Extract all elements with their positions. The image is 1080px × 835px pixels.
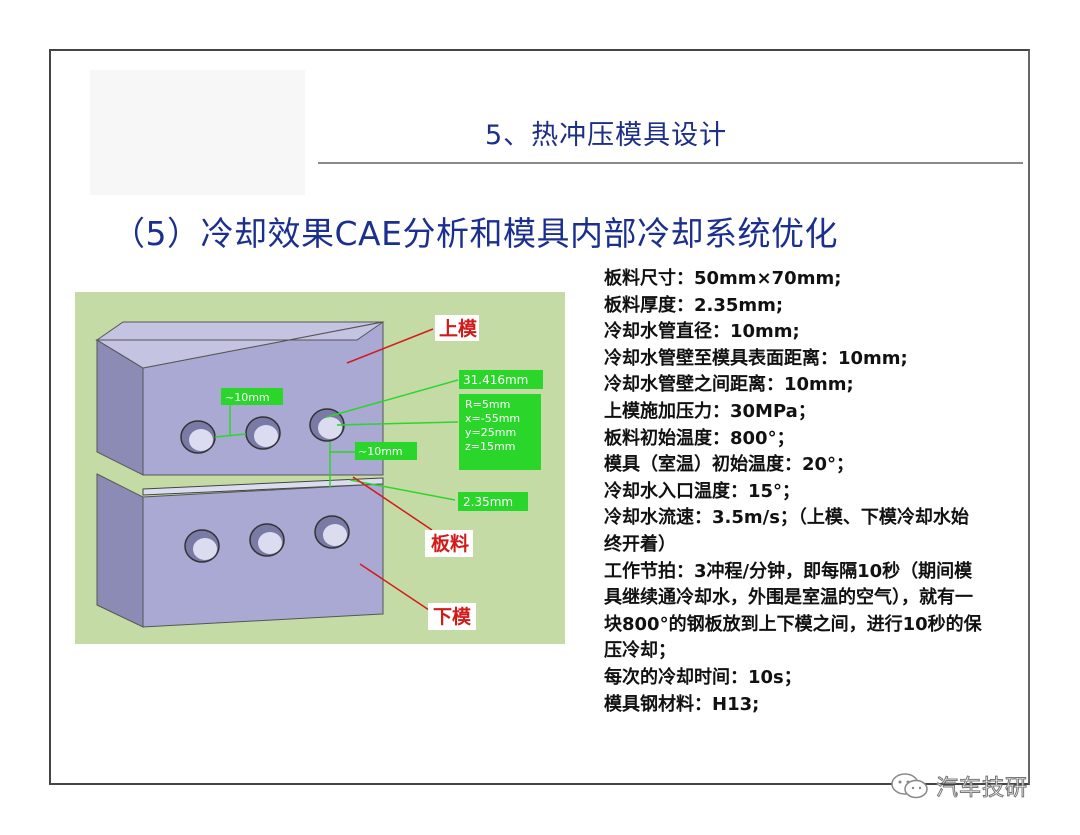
dim-box-circle-info [459, 394, 541, 470]
spec-line: 冷却水管直径：10mm; [604, 321, 800, 343]
upper-cooling-holes [180, 408, 345, 454]
lower-cooling-holes [184, 515, 350, 563]
dim-circle-z: z=15mm [465, 440, 515, 453]
dim-box-arc [459, 370, 543, 389]
spec-line: 板料初始温度：800°； [604, 427, 795, 449]
spec-line: 上模施加压力：30MPa； [604, 400, 816, 422]
spec-list: 板料尺寸：50mm×70mm; 板料厚度：2.35mm; 冷却水管直径：10mm… [604, 266, 984, 718]
wechat-icon [891, 773, 928, 799]
spec-line: 板料厚度：2.35mm; [604, 294, 784, 316]
dim-circle-y: y=25mm [465, 426, 516, 439]
label-box-upper-die [435, 315, 479, 341]
label-box-lower-die [428, 603, 476, 630]
label-box-blank [425, 530, 473, 557]
spec-line: 板料尺寸：50mm×70mm; [604, 268, 842, 289]
label-blank: 板料 [431, 532, 469, 555]
spec-line: 冷却水入口温度：15°； [604, 480, 801, 502]
dim-box-spacing-1 [221, 388, 283, 405]
dim-box-thickness [458, 492, 528, 511]
red-leader-lines [346, 328, 434, 613]
watermark-text: 汽车技研 [935, 776, 1029, 802]
slide-subtitle: （5）冷却效果CAE分析和模具内部冷却系统优化 [112, 214, 838, 253]
spec-line: 每次的冷却时间：10s； [604, 666, 802, 688]
spec-line: 模具钢材料：H13; [604, 693, 760, 715]
dim-label-thickness: 2.35mm [463, 495, 513, 509]
lower-die-side [96, 473, 144, 628]
dim-circle-x: x=-55mm [465, 412, 520, 425]
dim-label-arc: 31.416mm [463, 373, 528, 387]
spec-line: 冷却水管壁至模具表面距离：10mm; [604, 347, 908, 369]
label-upper-die: 上模 [439, 317, 478, 340]
dim-label-spacing-1: ~10mm [225, 391, 270, 404]
section-title: 5、热冲压模具设计 [485, 120, 728, 151]
title-divider [318, 162, 1023, 164]
dim-label-spacing-2: ~10mm [358, 445, 403, 458]
die-cae-figure: ~10mm 31.416mm R=5mm x=-55mm y=25mm z=15… [75, 292, 565, 644]
dim-box-spacing-2 [355, 442, 417, 460]
watermark: 汽车技研 [890, 770, 1028, 802]
dimension-lines [214, 379, 459, 501]
dim-circle-r: R=5mm [465, 398, 510, 411]
spec-line: 模具（室温）初始温度：20°； [604, 454, 855, 476]
spec-line: 冷却水管壁之间距离：10mm; [604, 374, 854, 396]
spec-line: 冷却水流速：3.5m/s；（上模、下模冷却水始终开着） [604, 507, 969, 555]
spec-line: 工作节拍：3冲程/分钟，即每隔10秒（期间模具继续通冷却水，外围是室温的空气），… [604, 560, 982, 662]
label-lower-die: 下模 [433, 605, 472, 628]
faded-logo-artifact [90, 70, 305, 195]
